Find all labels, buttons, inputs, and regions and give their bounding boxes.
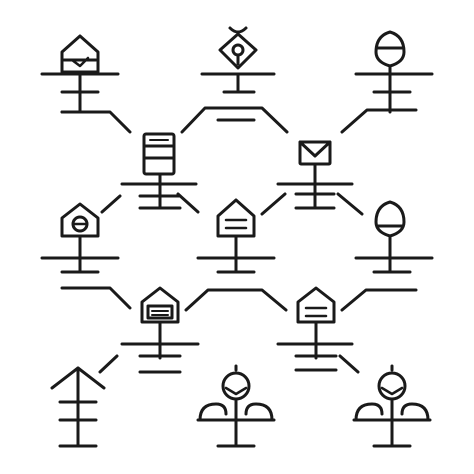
connector [340,288,418,312]
balloon-icon [354,200,434,274]
scale-person-icon [196,364,276,448]
connector [60,286,132,310]
house-check-icon [40,34,120,114]
server-icon [120,132,198,210]
connector [340,108,418,134]
scale-person-icon [352,364,432,448]
house-face-icon [40,202,120,274]
connector [180,106,289,134]
connector [176,192,200,214]
house-document-icon [196,198,276,274]
connector [338,354,360,374]
connector [184,288,288,312]
balloon-icon [354,30,434,114]
connector [100,194,122,214]
tree-icon [50,366,106,448]
connectors [60,106,418,374]
connector [60,110,132,134]
location-pin-icon [200,26,276,94]
mail-icon [276,140,354,210]
connector [336,192,364,216]
house-document-icon [120,286,200,374]
house-document-icon [276,286,354,372]
connector [260,192,287,216]
connector [98,354,119,374]
